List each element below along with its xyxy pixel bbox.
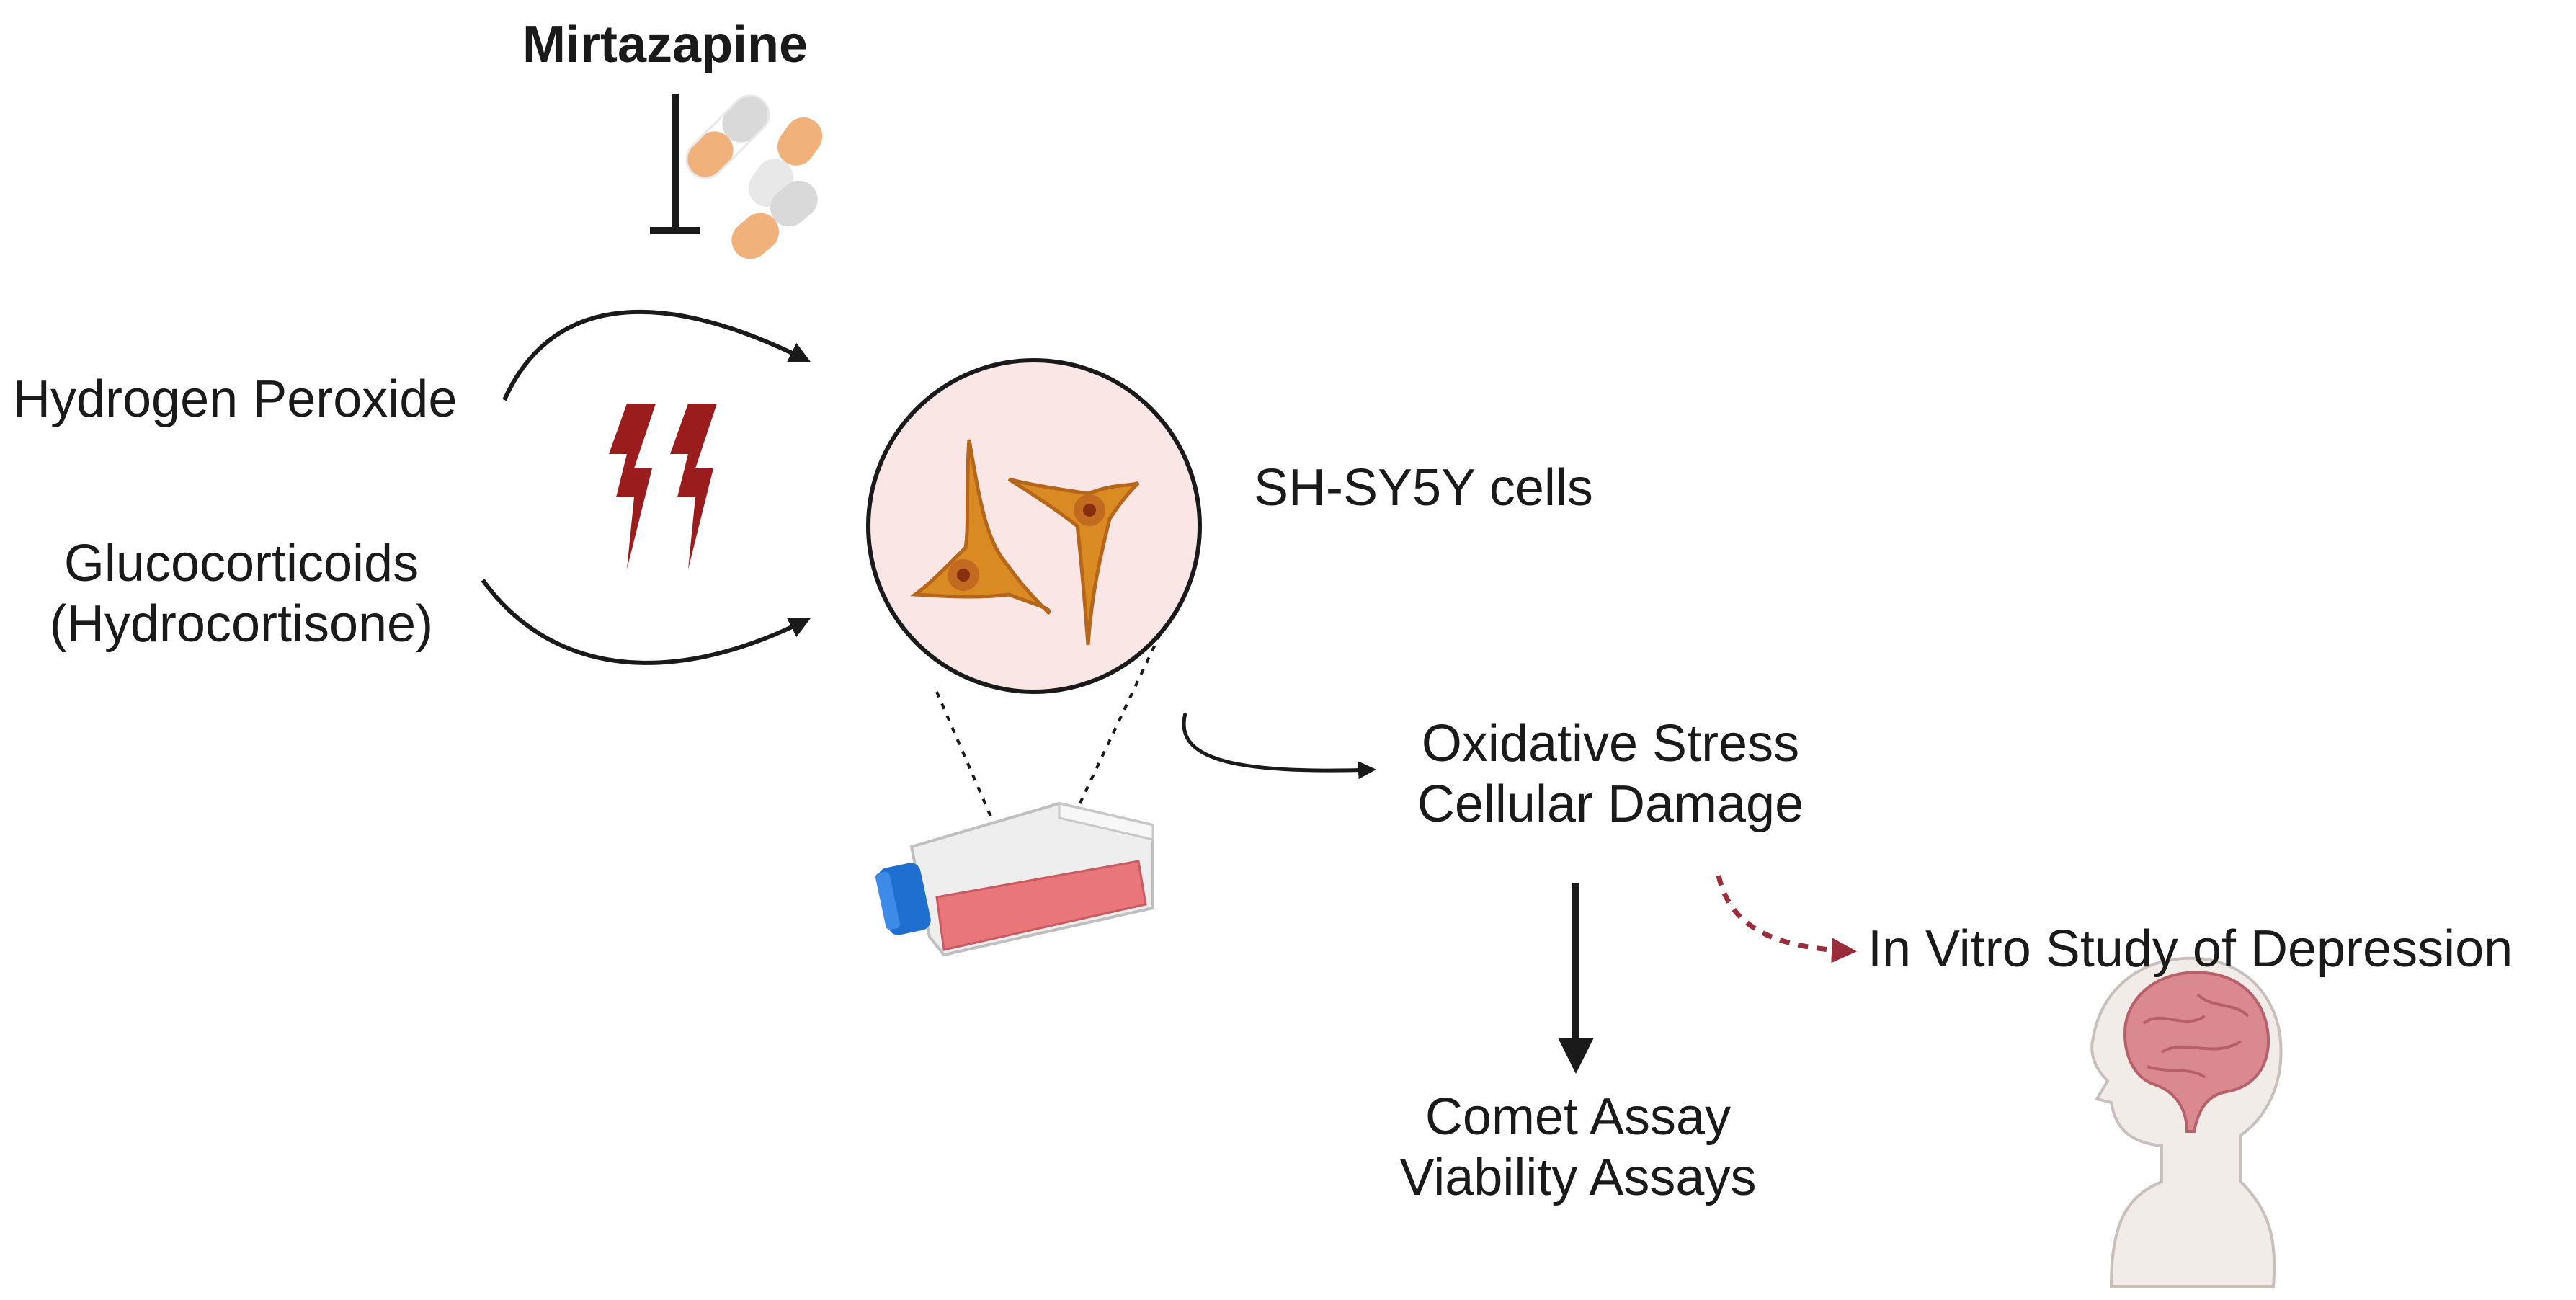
glucocorticoid-arrow bbox=[481, 579, 811, 665]
cell-circle bbox=[866, 358, 1202, 694]
cells-to-stress-arrow bbox=[1182, 713, 1376, 780]
outcome-line1: Oxidative Stress bbox=[1421, 715, 1800, 773]
glucocorticoid-label: Glucocorticoids (Hydrocortisone) bbox=[14, 533, 468, 654]
drug-label: Mirtazapine bbox=[522, 16, 808, 74]
assays-line2: Viability Assays bbox=[1399, 1149, 1757, 1206]
capsules-icon bbox=[685, 94, 823, 259]
outcome-label: Oxidative Stress Cellular Damage bbox=[1398, 713, 1823, 834]
lightning-icon bbox=[609, 404, 717, 569]
glucocorticoid-line1: Glucocorticoids bbox=[63, 535, 419, 592]
glucocorticoid-line2: (Hydrocortisone) bbox=[49, 595, 434, 653]
h2o2-arrow bbox=[502, 309, 811, 401]
neuron-icon bbox=[910, 439, 1051, 615]
head-brain-icon bbox=[2090, 956, 2283, 1288]
neuron-icon bbox=[1007, 477, 1140, 646]
cells-label: SH-SY5Y cells bbox=[1254, 459, 1593, 517]
stress-to-study-arrow bbox=[1716, 875, 1857, 963]
culture-flask-icon bbox=[875, 801, 1154, 957]
assays-label: Comet Assay Viability Assays bbox=[1369, 1087, 1787, 1208]
inhibition-symbol bbox=[650, 94, 700, 234]
h2o2-label: Hydrogen Peroxide bbox=[13, 370, 458, 428]
assays-line1: Comet Assay bbox=[1425, 1088, 1732, 1146]
outcome-line2: Cellular Damage bbox=[1417, 775, 1804, 833]
study-label: In Vitro Study of Depression bbox=[1868, 920, 2513, 978]
